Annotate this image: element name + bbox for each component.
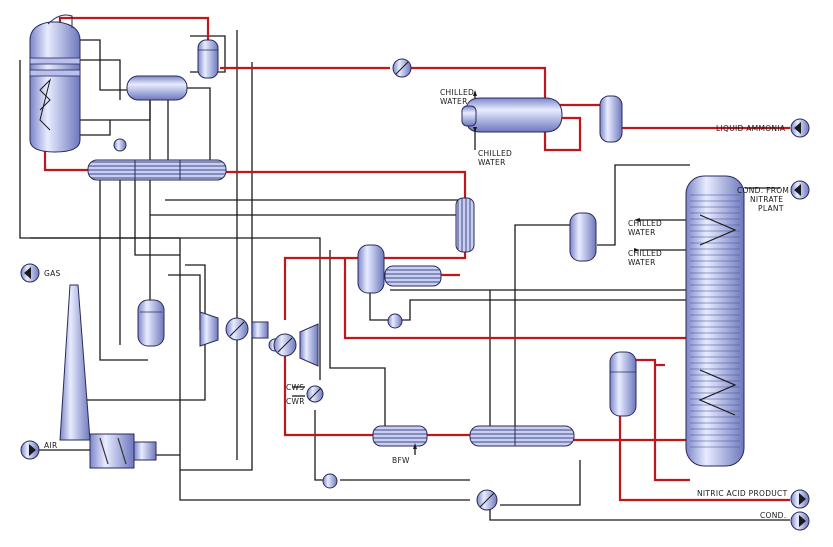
label-line: CHILLED (478, 149, 512, 158)
pump-1 (387, 313, 403, 329)
bleacher-drum (569, 212, 597, 262)
arrow-right (634, 248, 640, 252)
label-nitric-acid-product: NITRIC ACID PRODUCT (697, 489, 788, 498)
ammonia-filter-drum (599, 95, 623, 143)
label-cwr: CWR (286, 397, 305, 406)
connector-air[interactable] (20, 440, 40, 460)
bleacher-column (609, 351, 637, 417)
compressor-train (199, 311, 319, 367)
label-cond: COND. (760, 511, 786, 520)
ammonia-converter (137, 299, 165, 347)
connector-liquid-ammonia[interactable] (790, 118, 810, 138)
label-chilled-water-in: CHILLED WATER (440, 88, 477, 106)
arrow-up (473, 90, 477, 96)
label-line: CHILLED (440, 88, 474, 97)
connector-cond-from-nitrate[interactable] (790, 180, 810, 200)
heat-exchanger-train (87, 159, 227, 181)
pump-2 (322, 473, 338, 489)
condenser-circle (392, 58, 412, 78)
label-line: COND. FROM (737, 186, 789, 195)
arrow-left (634, 218, 640, 222)
label-bfw: BFW (392, 456, 410, 465)
absorber-tower (29, 14, 81, 153)
condensate-cooler (476, 489, 498, 511)
ammonia-vaporizer (461, 97, 563, 133)
label-cond-from-nitrate: COND. FROM NITRATE PLANT (737, 186, 792, 213)
arrow-up (413, 443, 417, 449)
label-line: WATER (478, 158, 506, 167)
tail-gas-exchanger (455, 197, 475, 253)
arrow-down (473, 127, 477, 133)
label-chilled-water-col-2: CHILLED WATER (628, 249, 665, 267)
label-line: WATER (628, 228, 656, 237)
connector-gas[interactable] (20, 263, 40, 283)
label-chilled-water-col-1: CHILLED WATER (628, 219, 665, 237)
cw-cooler (306, 385, 324, 403)
absorber-pump (113, 138, 127, 152)
economizer-exchanger (372, 425, 428, 447)
label-line: PLANT (758, 204, 784, 213)
connector-cond[interactable] (790, 511, 810, 531)
label-line: WATER (440, 97, 468, 106)
cooler-condenser (357, 244, 442, 294)
label-chilled-water-out: CHILLED WATER (478, 149, 515, 167)
label-gas: GAS (44, 269, 61, 278)
black-lines (19, 30, 790, 521)
label-line: CHILLED (628, 249, 662, 258)
horizontal-drum (126, 75, 188, 101)
label-air: AIR (44, 441, 57, 450)
waste-heat-exchanger (469, 425, 575, 447)
stack (59, 284, 91, 441)
label-line: NITRATE (750, 195, 783, 204)
connector-nitric-acid-product[interactable] (790, 489, 810, 509)
label-cws: CWS (286, 383, 304, 392)
ammonia-separator-drum (197, 39, 219, 79)
label-line: WATER (628, 258, 656, 267)
label-line: CHILLED (628, 219, 662, 228)
absorption-column (685, 175, 745, 467)
label-liquid-ammonia: LIQUID AMMONIA (716, 124, 786, 133)
air-filter (89, 433, 157, 469)
